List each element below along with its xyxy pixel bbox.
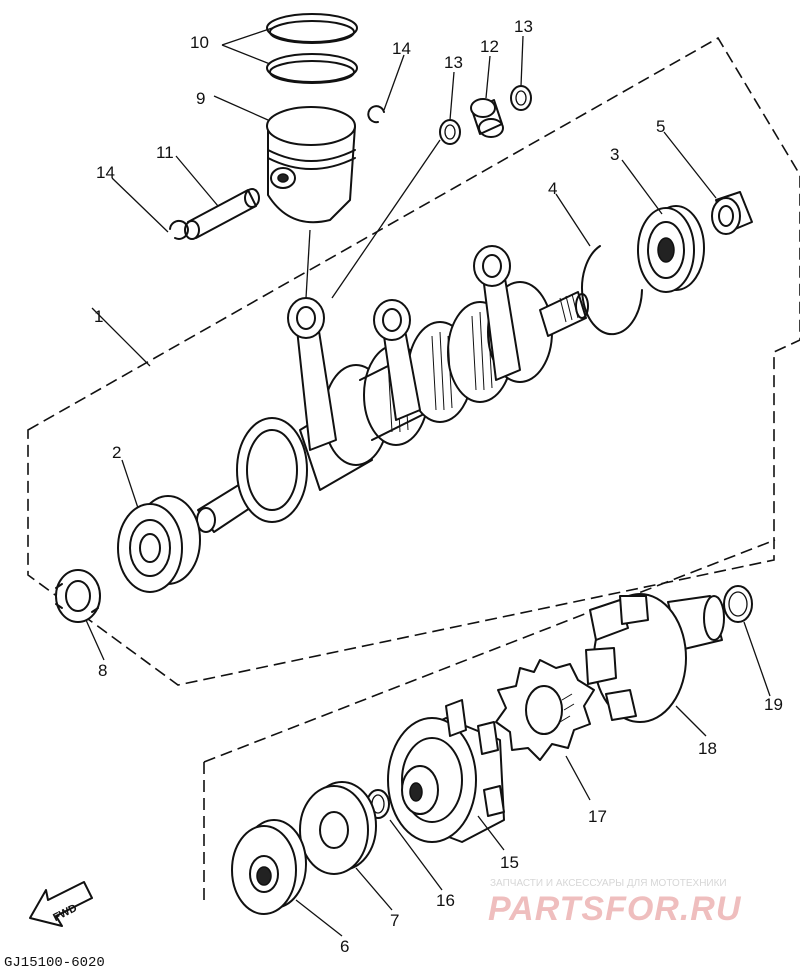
callout-14-right: 14 (392, 39, 411, 58)
callout-13-right: 13 (514, 17, 533, 36)
coupling-housing (387, 699, 505, 843)
callout-8: 8 (98, 661, 107, 680)
callout-6: 6 (340, 937, 349, 956)
bearing-front (117, 495, 201, 593)
callout-9: 9 (196, 89, 205, 108)
callout-2: 2 (112, 443, 121, 462)
callout-19: 19 (764, 695, 783, 714)
thrust-washer-right (510, 85, 532, 111)
o-ring-inner (728, 591, 748, 617)
forward-arrow: FWD (29, 881, 93, 927)
leader-lines (85, 25, 771, 937)
callout-labels: 1 2 3 4 5 6 7 8 9 10 11 12 13 13 14 14 1… (94, 17, 783, 956)
thrust-washer-left-inner (444, 124, 456, 140)
bearing-rear (637, 205, 705, 293)
watermark-tagline: ЗАПЧАСТИ И АКСЕССУАРЫ ДЛЯ МОТОТЕХНИКИ (490, 878, 727, 889)
oil-seal-front (55, 569, 101, 623)
watermark-logo: PARTSFOR.RU (488, 890, 742, 928)
callout-14-left: 14 (96, 163, 115, 182)
small-end-bearing (470, 98, 504, 138)
watermark: ЗАПЧАСТИ И АКСЕССУАРЫ ДЛЯ МОТОТЕХНИКИ PA… (488, 878, 742, 928)
callout-10: 10 (190, 33, 209, 52)
spacer (299, 781, 377, 875)
connecting-rod-front (287, 297, 337, 451)
callout-4: 4 (548, 179, 557, 198)
callout-7: 7 (390, 911, 399, 930)
piston (266, 106, 356, 224)
callout-5: 5 (656, 117, 665, 136)
crankshaft-assembly-boundary (27, 36, 800, 686)
connecting-rod-middle (373, 299, 421, 421)
callout-12: 12 (480, 37, 499, 56)
callout-16: 16 (436, 891, 455, 910)
collar (711, 191, 753, 235)
callout-3: 3 (610, 145, 619, 164)
snap-ring (581, 245, 643, 336)
piston-rings (266, 13, 358, 84)
callout-11: 11 (156, 143, 174, 162)
callout-15: 15 (500, 853, 519, 872)
pump-assembly-boundary (203, 539, 776, 763)
callout-1: 1 (94, 307, 103, 326)
connecting-rod-rear (473, 245, 521, 381)
thrust-washer-left (439, 119, 461, 145)
oil-seal-rear (231, 819, 307, 915)
coupling-shaft (585, 593, 725, 723)
thrust-washer-right-inner (515, 90, 527, 106)
callout-17: 17 (588, 807, 607, 826)
circlip-right (367, 105, 385, 124)
rubber-damper (495, 659, 595, 761)
diagram-code: GJ15100-6020 (4, 955, 105, 970)
circlip-left (169, 219, 189, 240)
callout-13-left: 13 (444, 53, 463, 72)
o-ring (723, 585, 753, 623)
piston-pin (184, 188, 260, 240)
callout-18: 18 (698, 739, 717, 758)
